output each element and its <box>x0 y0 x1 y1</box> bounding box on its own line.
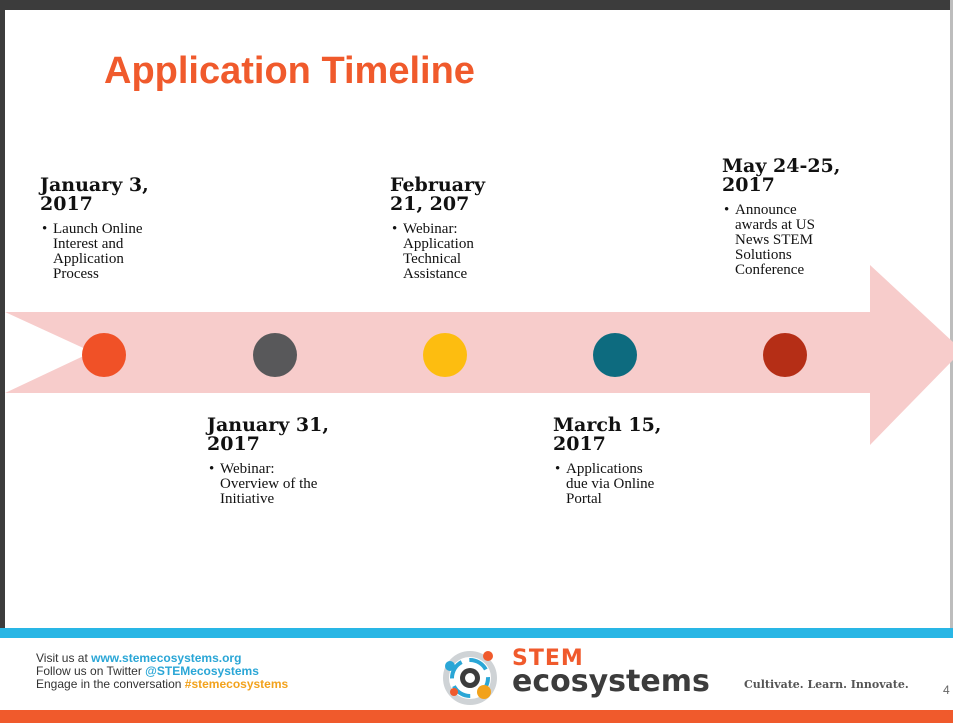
timeline-marker-1 <box>82 333 126 377</box>
bullet-line: Applications <box>566 461 643 477</box>
event-date-line: May 24-25, <box>722 155 841 177</box>
timeline-marker-5 <box>763 333 807 377</box>
bullet-line: Application <box>53 251 124 267</box>
website-link[interactable]: www.stemecosystems.org <box>91 651 242 665</box>
bullet-line: Announce <box>735 202 797 218</box>
bullet-line: awards at US <box>735 217 815 233</box>
event-february-21: February 21, 207 Webinar: Application Te… <box>390 176 540 282</box>
event-bullet: Launch Online Interest and Application P… <box>42 221 190 282</box>
logo-tagline: Cultivate. Learn. Innovate. <box>744 678 909 691</box>
event-date-line: 2017 <box>207 433 260 455</box>
bullet-line: Initiative <box>220 491 275 507</box>
event-date-line: January 3, <box>40 174 149 196</box>
bottom-accent-bar <box>0 710 953 723</box>
bullet-line: Conference <box>735 262 805 278</box>
bullet-line: News STEM <box>735 232 813 248</box>
footer-visit-line: Visit us at www.stemecosystems.org <box>36 652 288 665</box>
event-january-3: January 3, 2017 Launch Online Interest a… <box>40 176 190 282</box>
logo-mark-icon <box>443 651 497 705</box>
footer-engage-line: Engage in the conversation #stemecosyste… <box>36 678 288 691</box>
bullet-line: Application <box>403 236 474 252</box>
bullet-line: Solutions <box>735 247 792 263</box>
bullet-line: Webinar: <box>220 461 275 477</box>
event-date-line: February <box>390 174 486 196</box>
footer-follow-label: Follow us on Twitter <box>36 664 146 678</box>
slide-title: Application Timeline <box>104 50 475 92</box>
event-date-line: 2017 <box>40 193 93 215</box>
event-bullet: Applications due via Online Portal <box>555 461 703 507</box>
event-date: May 24-25, 2017 <box>722 157 872 195</box>
bullet-line: Portal <box>566 491 602 507</box>
event-bullets: Webinar: Application Technical Assistanc… <box>390 222 540 282</box>
bullet-line: Interest and <box>53 236 124 252</box>
event-date-line: 2017 <box>553 433 606 455</box>
bullet-line: Launch Online <box>53 221 143 237</box>
logo-word-stem: STEM <box>512 646 584 671</box>
bullet-line: Overview of the <box>220 476 318 492</box>
left-border <box>0 0 5 723</box>
bullet-line: due via Online <box>566 476 655 492</box>
event-bullets: Announce awards at US News STEM Solution… <box>722 203 872 278</box>
page-number: 4 <box>943 683 950 697</box>
event-bullet: Webinar: Overview of the Initiative <box>209 461 357 507</box>
event-bullet: Announce awards at US News STEM Solution… <box>724 202 872 278</box>
stem-ecosystems-logo: STEM ecosystems Cultivate. Learn. Innova… <box>438 646 923 706</box>
timeline-marker-2 <box>253 333 297 377</box>
event-date: January 3, 2017 <box>40 176 190 214</box>
event-date-line: March 15, <box>553 414 662 436</box>
footer-accent-bar <box>0 628 953 638</box>
event-bullet: Webinar: Application Technical Assistanc… <box>392 221 540 282</box>
footer-visit-label: Visit us at <box>36 651 92 665</box>
bullet-line: Assistance <box>403 266 468 282</box>
bullet-line: Technical <box>403 251 462 267</box>
footer-follow-line: Follow us on Twitter @STEMecosystems <box>36 665 288 678</box>
event-march-15: March 15, 2017 Applications due via Onli… <box>553 416 703 507</box>
event-bullets: Webinar: Overview of the Initiative <box>207 462 357 507</box>
hashtag-link[interactable]: #stemecosystems <box>184 677 289 691</box>
event-bullets: Launch Online Interest and Application P… <box>40 222 190 282</box>
event-january-31: January 31, 2017 Webinar: Overview of th… <box>207 416 357 507</box>
event-date: January 31, 2017 <box>207 416 357 454</box>
timeline-marker-3 <box>423 333 467 377</box>
event-may-24-25: May 24-25, 2017 Announce awards at US Ne… <box>722 157 872 278</box>
bullet-line: Process <box>53 266 99 282</box>
event-date-line: January 31, <box>207 414 329 436</box>
event-date: February 21, 207 <box>390 176 540 214</box>
event-date: March 15, 2017 <box>553 416 703 454</box>
bullet-line: Webinar: <box>403 221 458 237</box>
footer-engage-label: Engage in the conversation <box>36 677 185 691</box>
event-date-line: 21, 207 <box>390 193 470 215</box>
twitter-handle-link[interactable]: @STEMecosystems <box>145 664 259 678</box>
top-border <box>0 0 953 10</box>
event-bullets: Applications due via Online Portal <box>553 462 703 507</box>
footer-text: Visit us at www.stemecosystems.org Follo… <box>36 652 288 691</box>
logo-word-ecosystems: ecosystems <box>512 664 710 699</box>
timeline-marker-4 <box>593 333 637 377</box>
event-date-line: 2017 <box>722 174 775 196</box>
